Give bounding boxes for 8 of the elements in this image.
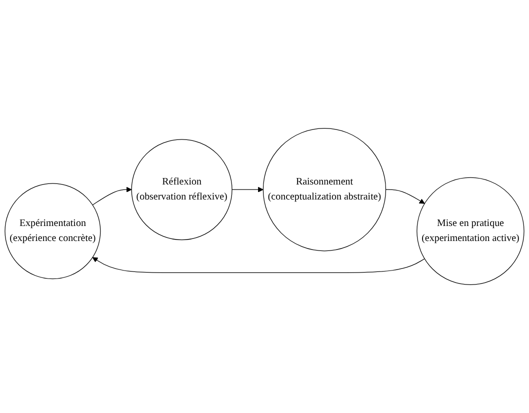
node-circle: Expérimentation (expérience concrète) xyxy=(4,183,101,280)
arrow xyxy=(92,257,425,274)
node-circle: Mise en pratique (experimentation active) xyxy=(416,177,524,285)
arrow xyxy=(232,186,264,192)
node-circle: Réflexion (observation réflexive) xyxy=(131,139,232,240)
arrow xyxy=(92,186,132,206)
arrow xyxy=(385,189,425,204)
node-circle: Raisonnement (conceptualization abstraite) xyxy=(262,128,386,252)
